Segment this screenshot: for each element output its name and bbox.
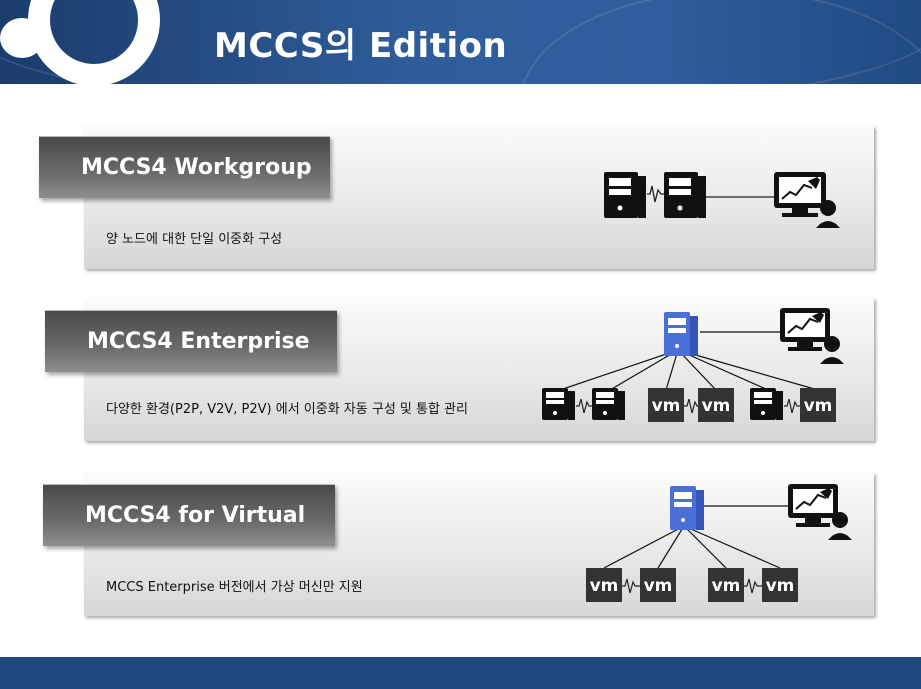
server-icon <box>750 388 783 420</box>
server-icon <box>604 172 646 218</box>
svg-text:vm: vm <box>644 576 673 596</box>
page-title: MCCS의 Edition <box>214 26 508 66</box>
svg-text:vm: vm <box>766 576 795 596</box>
vm-icon: vm <box>698 388 734 422</box>
edition-description-virtual: MCCS Enterprise 버전에서 가상 머신만 지원 <box>106 580 363 595</box>
svg-text:vm: vm <box>804 396 833 416</box>
server-icon <box>664 172 706 218</box>
svg-text:vm: vm <box>590 576 619 596</box>
edition-tab-workgroup: MCCS4 Workgroup <box>39 136 330 198</box>
vm-icon: vm <box>708 568 744 602</box>
edition-tab-enterprise: MCCS4 Enterprise <box>45 310 337 372</box>
svg-text:vm: vm <box>702 396 731 416</box>
svg-text:vm: vm <box>652 396 681 416</box>
virtual-diagram: vm vm vm vm <box>586 484 852 602</box>
admin-monitor-icon <box>774 172 840 228</box>
logo-blob-icon <box>0 18 44 58</box>
vm-icon: vm <box>800 388 836 422</box>
vm-icon: vm <box>762 568 798 602</box>
server-icon <box>542 388 575 420</box>
footer-bar <box>0 657 921 689</box>
header-banner: MCCS의 Edition <box>0 0 921 84</box>
admin-monitor-icon <box>780 308 844 364</box>
edition-description-workgroup: 양 노드에 대한 단일 이중화 구성 <box>106 232 283 247</box>
vm-icon: vm <box>586 568 622 602</box>
edition-description-enterprise: 다양한 환경(P2P, V2V, P2V) 에서 이중화 자동 구성 및 통합 … <box>106 402 468 417</box>
vm-icon: vm <box>648 388 684 422</box>
server-icon <box>592 388 625 420</box>
vm-icon: vm <box>640 568 676 602</box>
enterprise-diagram: vm vm vm <box>542 308 844 422</box>
svg-text:vm: vm <box>712 576 741 596</box>
admin-monitor-icon <box>788 484 852 540</box>
edition-tab-virtual: MCCS4 for Virtual <box>43 484 335 546</box>
workgroup-diagram <box>604 172 840 228</box>
primary-server-icon <box>670 486 704 530</box>
primary-server-icon <box>664 312 698 356</box>
